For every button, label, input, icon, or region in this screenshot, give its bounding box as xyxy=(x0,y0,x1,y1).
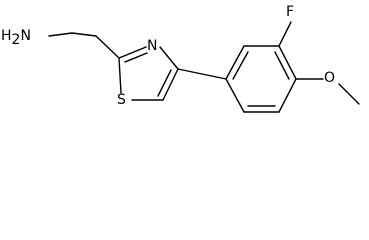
bond-c4-c5 xyxy=(162,68,179,101)
bond-ph6-ph1-inner xyxy=(232,51,249,80)
amine-label: H2N xyxy=(1,28,31,48)
bond-ch2-c2 xyxy=(95,35,120,59)
ring-nitrogen-label: N xyxy=(147,38,157,54)
fluorine-label: F xyxy=(286,4,294,20)
bond-ph3-ph4 xyxy=(278,78,297,113)
ring-sulfur-label: S xyxy=(117,92,126,108)
bond-c4-phenyl xyxy=(177,68,227,80)
bond-ph1-ph2 xyxy=(225,78,245,113)
bond-c2-n3-inner xyxy=(124,52,148,63)
bond-ph4-ph5 xyxy=(278,45,297,80)
bond-s1-c2 xyxy=(118,57,122,94)
bond-n3-c4 xyxy=(159,46,179,70)
bond-ph4-ph5-inner xyxy=(274,51,290,80)
bond-n-ch2 xyxy=(48,32,73,37)
amine-hydrogen: H xyxy=(1,28,12,44)
amine-nitrogen: N xyxy=(20,28,30,44)
bond-c4-c5-inner xyxy=(157,69,172,97)
amine-subscript: 2 xyxy=(12,32,21,48)
atom-labels: H2N N S F O xyxy=(1,4,335,108)
oxygen-label: O xyxy=(324,70,335,86)
bond-c-f xyxy=(278,21,292,47)
bond-ph6-ph1 xyxy=(225,45,245,80)
bond-ch2-ch2 xyxy=(71,32,97,37)
molecule-structure: H2N N S F O xyxy=(1,4,360,113)
bond-c2-n3 xyxy=(118,46,147,59)
bond-o-ch3 xyxy=(338,83,360,105)
bonds xyxy=(48,21,360,113)
